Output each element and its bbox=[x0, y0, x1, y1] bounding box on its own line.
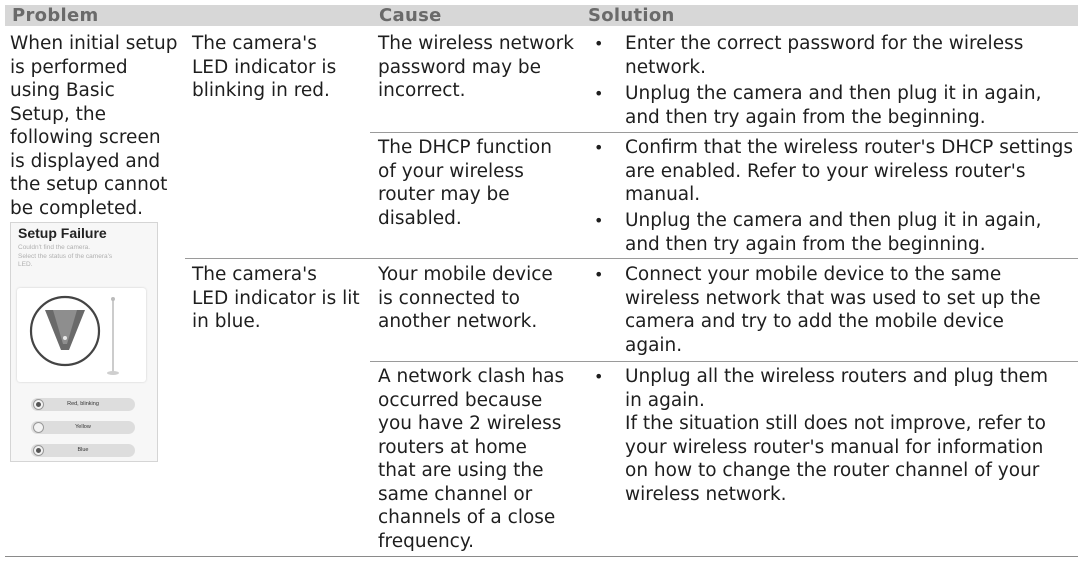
solution-line: Unplug the camera and then plug it in ag… bbox=[625, 83, 1042, 104]
led-line: in blue. bbox=[192, 311, 261, 332]
row-divider bbox=[185, 258, 1078, 259]
option-label: Yellow bbox=[75, 424, 91, 430]
radio-icon bbox=[33, 422, 44, 433]
cause-line: channels of a close bbox=[378, 507, 556, 528]
cause-line: The wireless network bbox=[378, 33, 574, 54]
cause-line: that are using the bbox=[378, 460, 544, 481]
bullet-icon: • bbox=[594, 138, 604, 157]
solution-line: manual. bbox=[625, 184, 701, 205]
cause-line: routers at home bbox=[378, 436, 527, 458]
led-option-yellow[interactable]: Yellow bbox=[31, 421, 135, 434]
bullet-icon: • bbox=[594, 34, 604, 53]
cause-line: another network. bbox=[378, 311, 538, 332]
screen-subtitle-line: LED. bbox=[18, 261, 33, 268]
problem-line: is performed bbox=[10, 56, 128, 78]
led-line: The camera's bbox=[192, 264, 317, 285]
solution-line: Confirm that the wireless router's DHCP … bbox=[625, 137, 1073, 158]
screen-subtitle-line: Select the status of the camera's bbox=[18, 252, 113, 260]
led-line: LED indicator is bbox=[192, 56, 337, 78]
led-line: blinking in red. bbox=[192, 80, 330, 101]
screen-subtitle-line: Couldn't find the camera. bbox=[18, 244, 91, 251]
problem-line: is displayed and bbox=[10, 150, 161, 172]
solution-line: Unplug the camera and then plug it in ag… bbox=[625, 210, 1042, 231]
radio-icon bbox=[33, 445, 44, 456]
solution-line: your wireless router's manual for inform… bbox=[625, 436, 1044, 458]
option-label: Blue bbox=[77, 447, 89, 453]
cause-line: disabled. bbox=[378, 207, 462, 229]
bullet-icon: • bbox=[594, 367, 604, 386]
cause-line: The DHCP function bbox=[378, 137, 552, 158]
bullet-icon: • bbox=[594, 84, 604, 103]
solution-line: on how to change the router channel of y… bbox=[625, 460, 1040, 481]
problem-line: When initial setup bbox=[10, 33, 178, 54]
radio-icon bbox=[33, 399, 44, 410]
solution-line: Enter the correct password for the wirel… bbox=[625, 33, 1024, 54]
problem-line: Setup, the bbox=[10, 103, 106, 125]
cause-line: is connected to bbox=[378, 287, 520, 309]
header-cause: Cause bbox=[379, 5, 442, 26]
problem-line: the setup cannot bbox=[10, 174, 168, 195]
led-option-blue[interactable]: Blue bbox=[31, 444, 135, 457]
bullet-icon: • bbox=[594, 211, 604, 230]
header-problem: Problem bbox=[12, 5, 99, 26]
solution-line: wireless network. bbox=[625, 483, 787, 505]
screen-subtitle: Couldn't find the camera. Select the sta… bbox=[18, 244, 148, 270]
solution-line: wireless network that was used to set up… bbox=[625, 287, 1041, 309]
screen-title: Setup Failure bbox=[18, 225, 107, 241]
cause-line: you have 2 wireless bbox=[378, 413, 562, 434]
problem-line: be completed. bbox=[10, 197, 144, 219]
solution-line: If the situation still does not improve,… bbox=[625, 413, 1046, 434]
solution-line: in again. bbox=[625, 389, 705, 411]
header-solution: Solution bbox=[588, 5, 675, 26]
cause-line: password may be bbox=[378, 56, 542, 78]
cause-line: of your wireless bbox=[378, 160, 524, 182]
cause-line: occurred because bbox=[378, 389, 543, 411]
led-line: LED indicator is lit bbox=[192, 287, 360, 309]
cause-line: router may be bbox=[378, 184, 510, 205]
bullet-icon: • bbox=[594, 265, 604, 284]
option-label: Red, blinking bbox=[67, 401, 99, 407]
camera-illustration-card bbox=[17, 288, 146, 382]
solution-line: and then try again from the beginning. bbox=[625, 106, 986, 128]
solution-line: are enabled. Refer to your wireless rout… bbox=[625, 160, 1026, 182]
cause-line: A network clash has bbox=[378, 366, 565, 387]
camera-led-illustration bbox=[29, 295, 119, 375]
cause-line: Your mobile device bbox=[378, 264, 553, 285]
problem-line: following screen bbox=[10, 127, 161, 148]
led-option-red-blinking[interactable]: Red, blinking bbox=[31, 398, 135, 411]
solution-line: network. bbox=[625, 56, 707, 78]
cause-line: incorrect. bbox=[378, 80, 466, 101]
table-header bbox=[5, 5, 1078, 26]
led-line: The camera's bbox=[192, 33, 317, 54]
solution-line: camera and try to add the mobile device bbox=[625, 311, 1004, 332]
setup-failure-screenshot: Setup Failure Couldn't find the camera. … bbox=[10, 222, 158, 462]
solution-line: Connect your mobile device to the same bbox=[625, 264, 1002, 285]
cause-line: same channel or bbox=[378, 483, 533, 505]
row-divider bbox=[370, 361, 1078, 362]
solution-line: again. bbox=[625, 334, 683, 356]
problem-line: using Basic bbox=[10, 80, 115, 101]
solution-line: and then try again from the beginning. bbox=[625, 233, 986, 255]
table-bottom-rule bbox=[5, 556, 1078, 557]
cause-line: frequency. bbox=[378, 530, 475, 552]
solution-line: Unplug all the wireless routers and plug… bbox=[625, 366, 1049, 387]
row-divider bbox=[370, 132, 1078, 133]
